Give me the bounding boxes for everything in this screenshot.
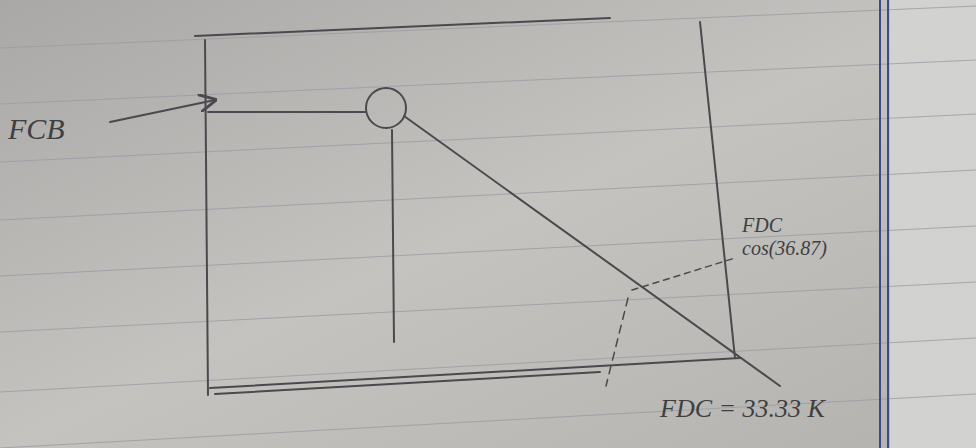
force-label: FCB — [8, 112, 65, 147]
member-line — [392, 130, 394, 342]
box-edge — [215, 372, 600, 394]
component-label: FDC cos(36.87) — [742, 214, 860, 260]
paper-ground — [890, 0, 976, 448]
component-line — [606, 298, 628, 386]
ruled-lines — [0, 6, 976, 448]
force-arrow — [110, 100, 215, 122]
box-edge — [700, 22, 735, 358]
box-edge — [195, 18, 610, 36]
box-edge — [205, 40, 208, 395]
joint-circle — [366, 88, 406, 128]
margin-line — [880, 0, 888, 448]
box-edge — [210, 358, 740, 388]
member-line — [208, 111, 366, 113]
member-line — [404, 116, 780, 386]
force-value: FDC = 33.33 K — [660, 394, 825, 424]
pencil-sketch — [110, 18, 780, 395]
leader-line — [632, 258, 735, 290]
